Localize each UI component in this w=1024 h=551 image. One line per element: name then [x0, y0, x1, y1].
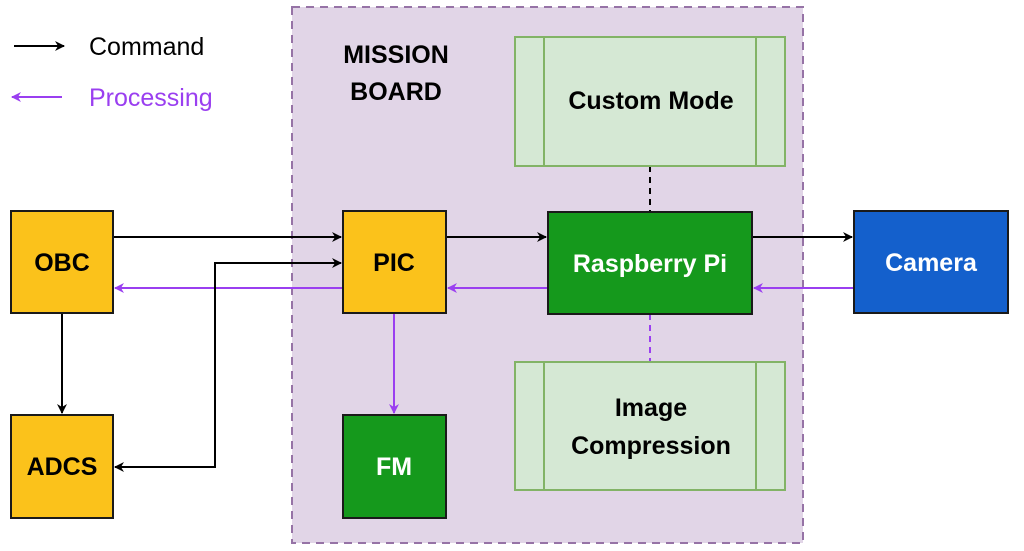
block-fm[interactable]: FM — [342, 414, 447, 519]
block-fm-label: FM — [376, 453, 412, 481]
block-custom-mode-label: Custom Mode — [568, 87, 733, 115]
block-adcs[interactable]: ADCS — [10, 414, 114, 519]
block-camera[interactable]: Camera — [853, 210, 1009, 314]
legend-command-label: Command — [89, 33, 204, 61]
mission-board-title-line2: BOARD — [350, 78, 442, 106]
mission-board-title-line1: MISSION — [343, 41, 449, 69]
block-image-compression-label-line2: Compression — [571, 432, 731, 460]
block-camera-label: Camera — [885, 249, 978, 277]
block-obc-label: OBC — [34, 249, 90, 277]
block-adcs-label: ADCS — [27, 453, 98, 481]
edge-pic-adcs — [114, 262, 341, 472]
legend-processing-label: Processing — [89, 84, 213, 112]
block-pic[interactable]: PIC — [342, 210, 447, 314]
block-raspberry-pi[interactable]: Raspberry Pi — [547, 211, 753, 315]
block-pic-label: PIC — [373, 249, 415, 277]
legend: Command Processing — [11, 33, 213, 112]
block-custom-mode[interactable]: Custom Mode — [514, 36, 786, 167]
block-raspberry-pi-label: Raspberry Pi — [573, 250, 727, 278]
block-image-compression[interactable]: Image Compression — [514, 361, 786, 491]
block-obc[interactable]: OBC — [10, 210, 114, 314]
block-image-compression-label-line1: Image — [615, 394, 687, 422]
